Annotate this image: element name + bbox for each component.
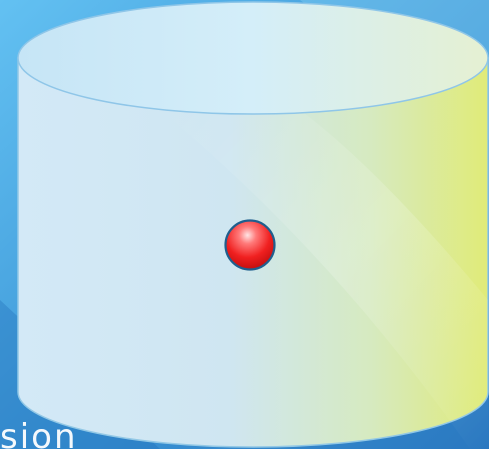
bottom-caption-text: sion: [0, 420, 140, 449]
cylinder-top: [18, 2, 488, 114]
red-sphere: [226, 221, 275, 270]
